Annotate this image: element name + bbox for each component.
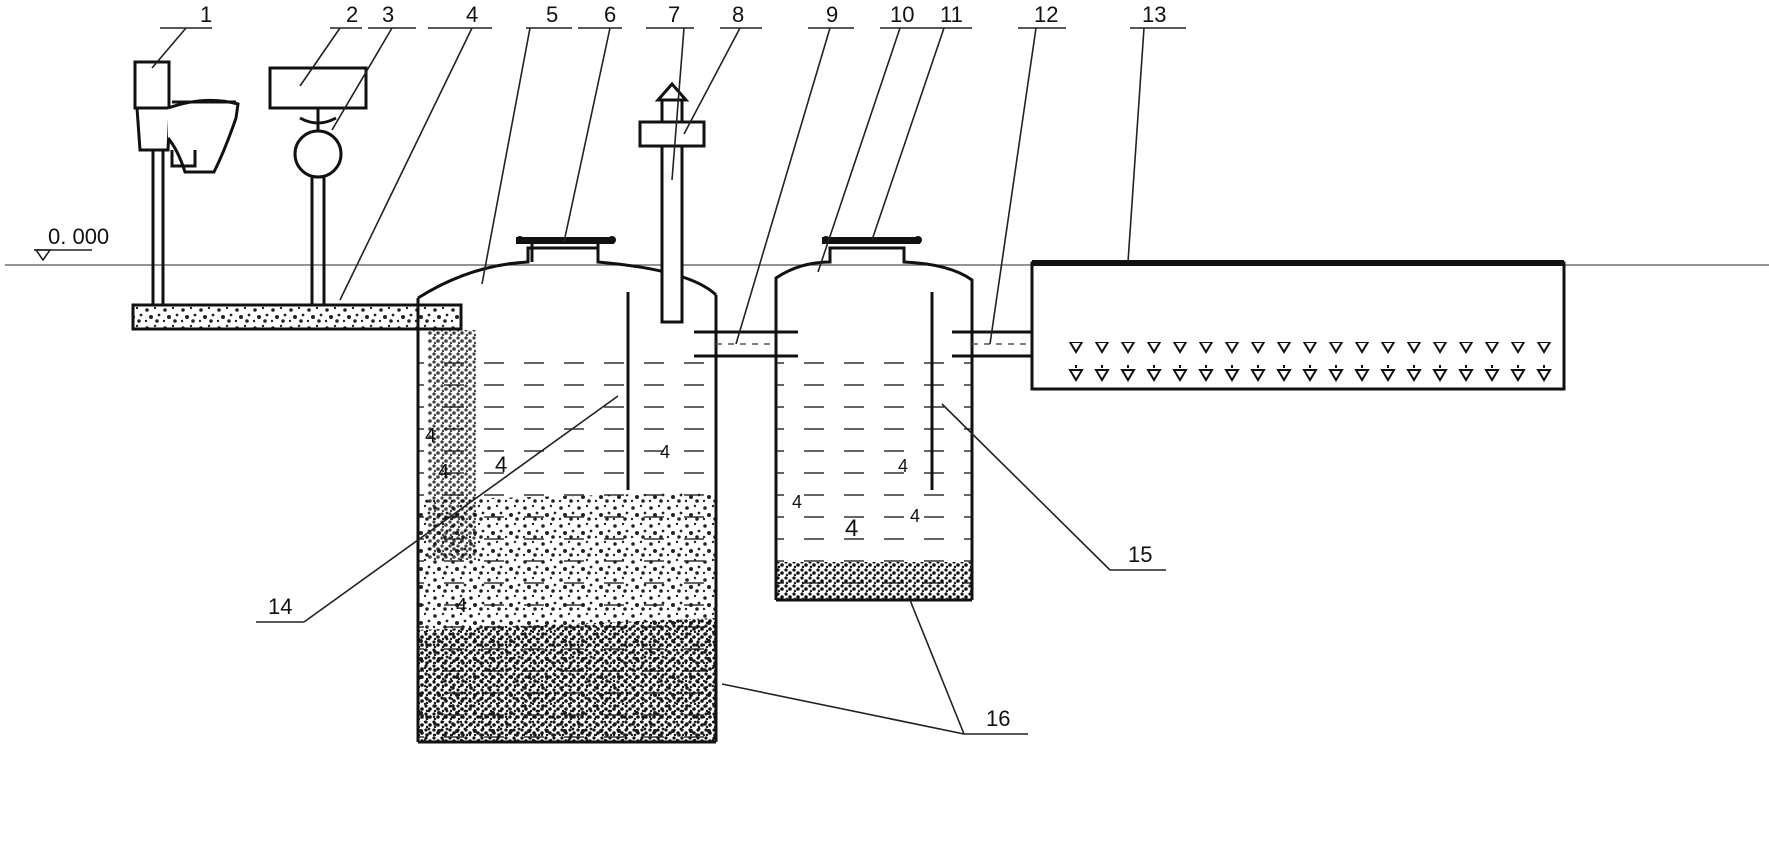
callout-13: 13 (1142, 2, 1166, 27)
svg-text:4: 4 (456, 595, 467, 617)
vent-pipe (638, 81, 706, 324)
callout-3: 3 (382, 2, 394, 27)
callout-7: 7 (668, 2, 680, 27)
ground-level-label: 0. 000 (48, 224, 109, 249)
callout-9: 9 (826, 2, 838, 27)
svg-text:4: 4 (660, 442, 670, 462)
svg-text:4: 4 (425, 425, 436, 447)
inlet-drain-pipe (131, 303, 463, 331)
callout-11: 11 (940, 2, 963, 27)
callout-10: 10 (890, 2, 914, 27)
leader-lines (151, 27, 1186, 735)
primary-tank: 4 4 4 4 4 (416, 246, 718, 744)
washbasin (268, 66, 368, 305)
callout-12: 12 (1034, 2, 1058, 27)
callout-8: 8 (732, 2, 744, 27)
svg-text:4: 4 (495, 452, 507, 477)
svg-text:4: 4 (845, 515, 858, 542)
svg-text:4: 4 (898, 456, 908, 476)
callout-1: 1 (200, 2, 212, 27)
callout-2: 2 (346, 2, 358, 27)
callout-15: 15 (1128, 542, 1152, 567)
ground-level-marker: 0. 000 (34, 224, 109, 262)
callout-16: 16 (986, 706, 1010, 731)
callout-labels: 1 2 3 4 5 6 7 8 9 10 11 12 13 14 15 16 (200, 2, 1166, 731)
infiltration-bed (1030, 260, 1566, 391)
callout-14: 14 (268, 594, 292, 619)
manhole-cover-secondary (822, 236, 922, 244)
callout-5: 5 (546, 2, 558, 27)
secondary-tank: 4 4 4 4 (774, 246, 974, 602)
toilet (133, 60, 240, 305)
callout-4: 4 (466, 2, 478, 27)
callout-6: 6 (604, 2, 616, 27)
svg-text:4: 4 (910, 506, 920, 526)
svg-text:4: 4 (792, 492, 802, 512)
svg-text:4: 4 (438, 461, 449, 483)
